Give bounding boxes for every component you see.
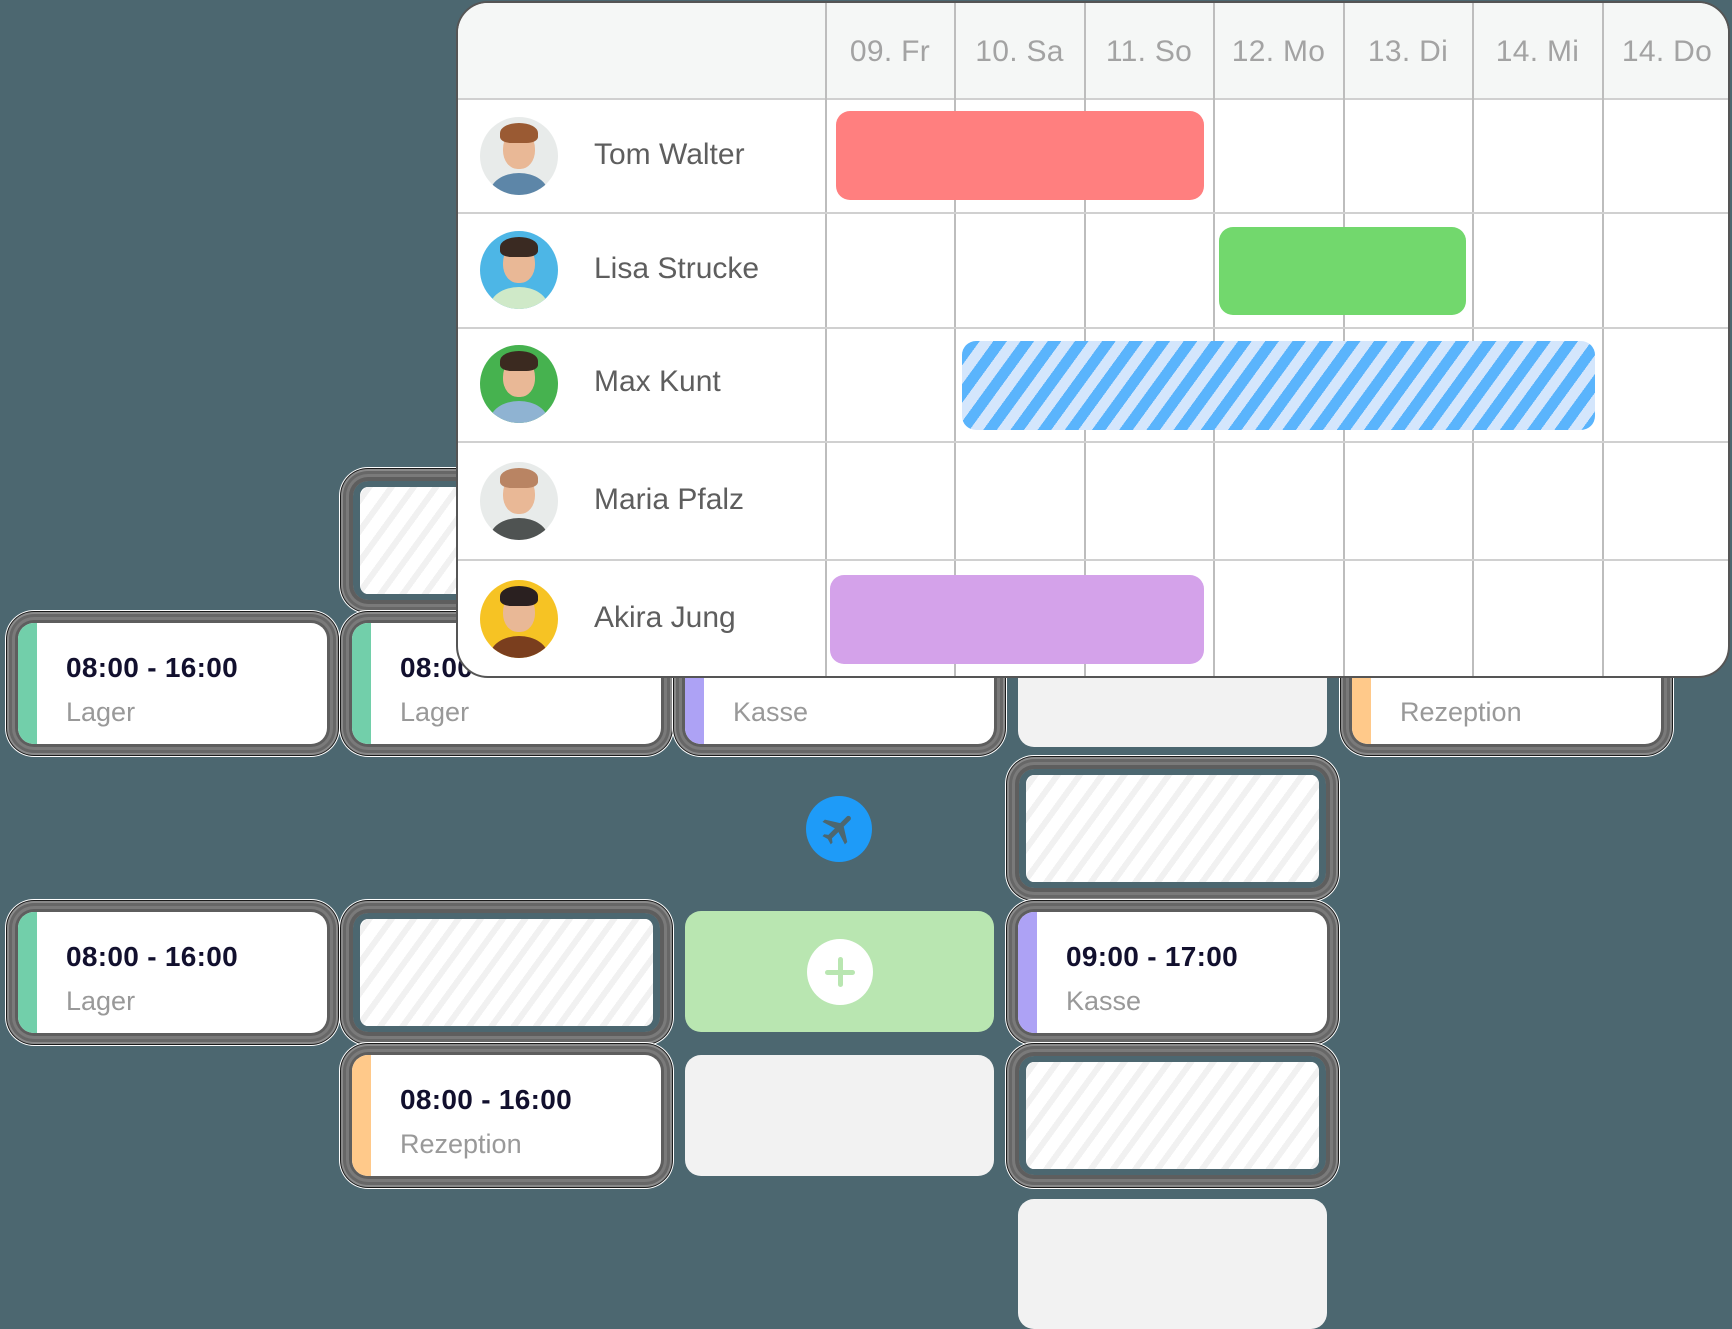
avatar bbox=[480, 231, 558, 309]
avatar bbox=[480, 117, 558, 195]
absence-bar-tom-walter[interactable] bbox=[836, 111, 1204, 200]
shift-card[interactable]: 08:00 - 16:00 Lager bbox=[18, 623, 327, 744]
avatar bbox=[480, 345, 558, 423]
role-color-stripe bbox=[1018, 912, 1037, 1033]
shift-time: 08:00 - 16:00 bbox=[66, 941, 239, 972]
role-color-stripe bbox=[352, 623, 371, 744]
shift-role: Rezeption bbox=[400, 1129, 522, 1159]
unavailable-slot bbox=[1018, 1055, 1327, 1176]
employee-row[interactable]: Maria Pfalz bbox=[458, 443, 824, 559]
plus-icon bbox=[806, 938, 873, 1005]
shift-time: 08:00 - 16:00 bbox=[66, 652, 239, 683]
employee-name: Tom Walter bbox=[594, 138, 745, 171]
shift-role: Lager bbox=[400, 697, 470, 727]
role-color-stripe bbox=[352, 1055, 371, 1176]
shift-time: 08:00 - 16:00 bbox=[400, 1084, 573, 1115]
add-shift-button[interactable] bbox=[685, 911, 994, 1032]
shift-role: Lager bbox=[66, 697, 136, 727]
day-header: 14. Mi bbox=[1495, 34, 1580, 68]
employee-row[interactable]: Akira Jung bbox=[458, 561, 824, 676]
empty-slot[interactable] bbox=[1018, 1199, 1327, 1329]
absence-bar-lisa-strucke[interactable] bbox=[1219, 227, 1466, 315]
shift-card[interactable]: 09:00 - 17:00 Kasse bbox=[1018, 912, 1327, 1033]
column-divider bbox=[954, 3, 956, 676]
day-header: 12. Mo bbox=[1231, 34, 1326, 68]
shift-role: Rezeption bbox=[1400, 697, 1522, 727]
column-divider bbox=[1472, 3, 1474, 676]
calendar-header bbox=[458, 3, 1728, 100]
employee-name: Lisa Strucke bbox=[594, 252, 760, 285]
column-divider bbox=[825, 3, 827, 676]
column-divider bbox=[1602, 3, 1604, 676]
shift-role: Kasse bbox=[733, 697, 809, 727]
shift-card[interactable]: 08:00 - 16:00 Rezeption bbox=[352, 1055, 661, 1176]
employee-name: Maria Pfalz bbox=[594, 483, 745, 516]
column-divider bbox=[1084, 3, 1086, 676]
vacation-badge bbox=[806, 796, 872, 862]
role-color-stripe bbox=[18, 912, 37, 1033]
shift-time: 09:00 - 17:00 bbox=[1066, 941, 1239, 972]
shift-role: Lager bbox=[66, 986, 136, 1016]
avatar bbox=[480, 580, 558, 658]
employee-row[interactable]: Lisa Strucke bbox=[458, 214, 824, 327]
unavailable-slot bbox=[352, 912, 661, 1033]
column-divider bbox=[1213, 3, 1215, 676]
row-divider bbox=[458, 327, 1728, 329]
absence-bar-akira-jung[interactable] bbox=[830, 575, 1204, 664]
employee-row[interactable]: Max Kunt bbox=[458, 329, 824, 441]
day-header: 14. Do bbox=[1621, 34, 1713, 68]
row-divider bbox=[458, 212, 1728, 214]
day-header: 10. Sa bbox=[975, 34, 1064, 68]
unavailable-slot bbox=[1018, 768, 1327, 889]
day-header: 13. Di bbox=[1367, 34, 1449, 68]
role-color-stripe bbox=[18, 623, 37, 744]
employee-name: Max Kunt bbox=[594, 365, 721, 398]
day-header: 11. So bbox=[1105, 34, 1193, 68]
row-divider bbox=[458, 441, 1728, 443]
shift-role: Kasse bbox=[1066, 986, 1142, 1016]
absence-bar-max-kunt[interactable] bbox=[962, 341, 1595, 430]
avatar bbox=[480, 462, 558, 540]
empty-slot[interactable] bbox=[685, 1055, 994, 1176]
employee-row[interactable]: Tom Walter bbox=[458, 100, 824, 212]
shift-card[interactable]: 08:00 - 16:00 Lager bbox=[18, 912, 327, 1033]
row-divider bbox=[458, 559, 1728, 561]
absence-calendar-panel: 09. Fr 10. Sa 11. So 12. Mo 13. Di 14. M… bbox=[456, 1, 1730, 678]
employee-name: Akira Jung bbox=[594, 601, 736, 634]
day-header: 09. Fr bbox=[849, 34, 931, 68]
column-divider bbox=[1343, 3, 1345, 676]
airplane-icon bbox=[822, 815, 851, 845]
